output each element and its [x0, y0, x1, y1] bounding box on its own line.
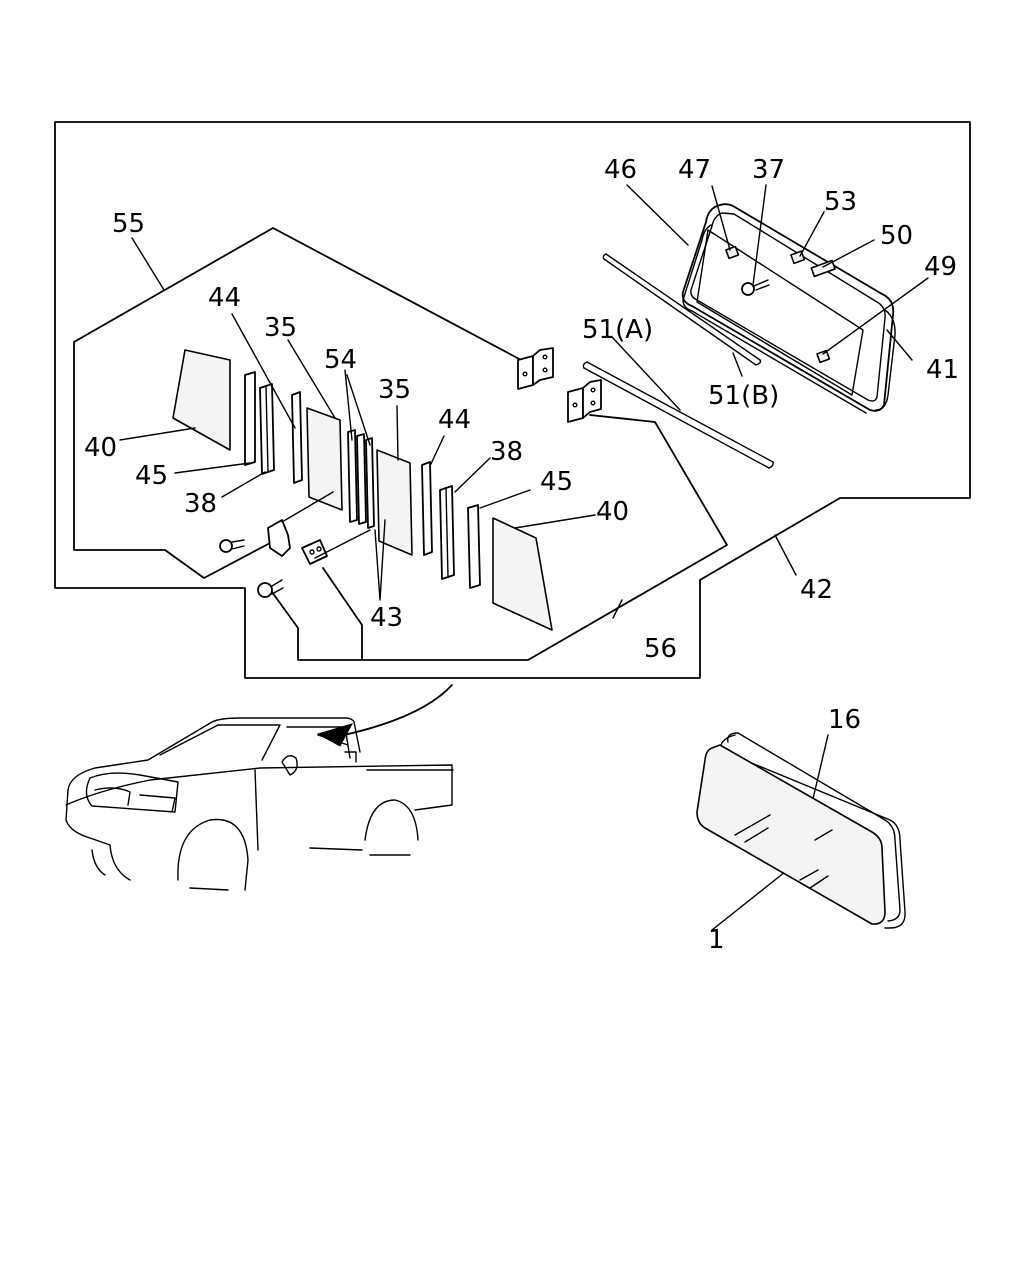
channel-38-right: [439, 485, 455, 580]
callout-35-right: 35: [378, 375, 411, 405]
fixed-glass-1: [696, 744, 886, 925]
channel-45-right: [467, 504, 481, 589]
clip-49: [816, 349, 831, 364]
rear-window-glass: [696, 229, 864, 396]
screw-lower: [257, 579, 284, 598]
assembly-42-boundary: [54, 121, 971, 679]
callout-51b: 51(B): [708, 381, 779, 411]
channel-45-left: [244, 371, 256, 466]
screw-upper: [219, 539, 245, 553]
glass-panel-35-right: [376, 449, 413, 556]
rail-44-right: [421, 461, 433, 556]
callout-38-left: 38: [184, 489, 217, 519]
callout-38-right: 38: [490, 437, 523, 467]
latch-bracket-upper: [517, 347, 554, 390]
connector-line: [281, 491, 371, 559]
callout-49: 49: [924, 252, 957, 282]
callout-16: 16: [828, 705, 861, 735]
callout-44-right: 44: [438, 405, 471, 435]
callout-43: 43: [370, 603, 403, 633]
latch-handle: [267, 519, 291, 557]
callout-37: 37: [752, 155, 785, 185]
callout-50: 50: [880, 221, 913, 251]
callout-53: 53: [824, 187, 857, 217]
rail-44-left: [291, 391, 303, 484]
glass-panel-40-left: [172, 349, 231, 451]
glass-panel-40-right: [492, 517, 553, 631]
callout-51a: 51(A): [582, 315, 653, 345]
callout-arrow: [316, 684, 453, 747]
clip-47: [725, 245, 740, 260]
weatherstrip-51b: [602, 253, 762, 366]
callout-1: 1: [708, 925, 725, 955]
channel-38-left: [259, 383, 275, 475]
assembly-56-boundary: [271, 414, 728, 661]
callout-47: 47: [678, 155, 711, 185]
callout-42: 42: [800, 575, 833, 605]
callout-40-left: 40: [84, 433, 117, 463]
callout-41: 41: [926, 355, 959, 385]
weatherstrip-51a: [582, 361, 774, 469]
callout-45-right: 45: [540, 467, 573, 497]
leader-lines: [119, 184, 929, 931]
callout-40-right: 40: [596, 497, 629, 527]
assembly-55-boundary: [73, 227, 541, 579]
vehicle-illustration: [65, 717, 454, 891]
callout-35-left: 35: [264, 313, 297, 343]
latch-bracket-lower: [567, 379, 602, 423]
fixed-glass-assembly: [696, 732, 906, 929]
callout-44-left: 44: [208, 283, 241, 313]
callout-55: 55: [112, 209, 145, 239]
lock-bracket: [301, 539, 328, 565]
callout-45-left: 45: [135, 461, 168, 491]
glass-panel-35-left: [306, 407, 343, 511]
screw-37: [741, 279, 770, 296]
callout-56: 56: [644, 634, 677, 664]
callout-54: 54: [324, 345, 357, 375]
seal-54: [347, 429, 375, 529]
callout-46: 46: [604, 155, 637, 185]
